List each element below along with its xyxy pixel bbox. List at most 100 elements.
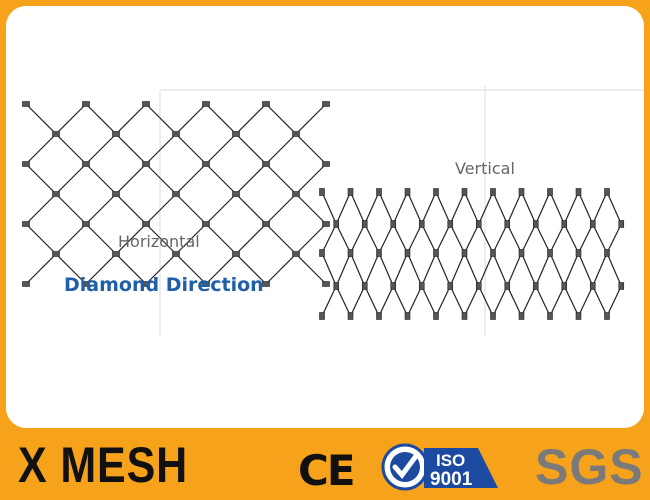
mesh-ferrule <box>142 281 150 287</box>
mesh-wire <box>145 193 177 225</box>
brand-logo: X MESH <box>18 437 189 493</box>
mesh-wire <box>145 223 177 255</box>
mesh-ferrule <box>418 282 425 290</box>
mesh-wire <box>549 285 565 317</box>
mesh-diagram <box>22 86 644 336</box>
mesh-wire <box>378 285 394 317</box>
mesh-wire <box>406 252 423 287</box>
mesh-wire <box>435 285 451 317</box>
mesh-ferrule <box>490 312 496 320</box>
mesh-ferrule <box>490 188 496 196</box>
mesh-ferrule <box>361 220 368 228</box>
mesh-ferrule <box>22 281 30 287</box>
mesh-wire <box>406 223 423 254</box>
mesh-ferrule <box>333 282 340 290</box>
mesh-wire <box>265 253 297 285</box>
mesh-wire <box>592 191 608 225</box>
mesh-ferrule <box>52 131 60 137</box>
mesh-wire <box>364 252 380 287</box>
mesh-wire <box>592 223 608 254</box>
mesh-wire <box>535 285 551 317</box>
mesh-ferrule <box>604 188 610 196</box>
mesh-ferrule <box>232 131 240 137</box>
mesh-ferrule <box>347 312 354 320</box>
sgs-logo-icon: SGS <box>535 439 644 495</box>
iso-certification-icon: ISO 9001 <box>381 443 498 491</box>
mesh-ferrule <box>361 282 368 290</box>
mesh-wire <box>265 103 297 135</box>
mesh-wire <box>478 191 494 225</box>
mesh-wire <box>85 253 117 285</box>
mesh-ferrule <box>404 312 411 320</box>
mesh-wire <box>492 285 508 317</box>
mesh-wire <box>506 285 523 317</box>
mesh-wire <box>25 193 57 225</box>
mesh-wire <box>175 193 207 225</box>
mesh-ferrule <box>532 282 539 290</box>
mesh-ferrule <box>322 221 330 227</box>
mesh-wire <box>265 193 297 225</box>
mesh-wire <box>25 133 57 165</box>
mesh-ferrule <box>142 161 150 167</box>
vertical-label: Vertical <box>455 159 515 178</box>
mesh-wire <box>520 223 537 254</box>
mesh-wire <box>364 191 380 225</box>
mesh-wire <box>145 103 177 135</box>
mesh-wire <box>265 223 297 255</box>
mesh-ferrule <box>262 221 270 227</box>
mesh-diagram-panel: Horizontal Vertical Diamond Direction <box>6 6 644 428</box>
mesh-wire <box>406 285 423 317</box>
mesh-wire <box>175 253 207 285</box>
mesh-wire <box>295 253 327 285</box>
mesh-ferrule <box>518 188 525 196</box>
mesh-ferrule <box>319 249 325 257</box>
mesh-ferrule <box>390 220 397 228</box>
mesh-ferrule <box>575 188 582 196</box>
mesh-wire <box>55 193 87 225</box>
mesh-ferrule <box>292 131 300 137</box>
mesh-ferrule <box>604 249 610 257</box>
mesh-ferrule <box>202 161 210 167</box>
mesh-wire <box>492 223 508 254</box>
mesh-wire <box>535 223 551 254</box>
mesh-ferrule <box>561 220 568 228</box>
mesh-wire <box>606 252 622 287</box>
mesh-wire <box>321 223 337 254</box>
horizontal-mesh <box>22 101 330 287</box>
mesh-ferrule <box>461 249 468 257</box>
mesh-ferrule <box>447 220 454 228</box>
mesh-wire <box>463 285 480 317</box>
mesh-wire <box>506 252 523 287</box>
mesh-wire <box>606 223 622 254</box>
mesh-wire <box>205 193 237 225</box>
mesh-ferrule <box>376 249 382 257</box>
mesh-wire <box>321 191 337 225</box>
mesh-ferrule <box>262 161 270 167</box>
mesh-wire <box>175 223 207 255</box>
mesh-wire <box>85 103 117 135</box>
mesh-ferrule <box>589 282 596 290</box>
mesh-wire <box>520 191 537 225</box>
mesh-wire <box>85 133 117 165</box>
mesh-wire <box>392 285 409 317</box>
mesh-wire <box>265 133 297 165</box>
mesh-wire <box>115 223 147 255</box>
mesh-ferrule <box>376 312 382 320</box>
mesh-ferrule <box>112 191 120 197</box>
mesh-wire <box>535 252 551 287</box>
mesh-wire <box>115 253 147 285</box>
vertical-mesh <box>319 188 625 320</box>
mesh-wire <box>421 285 437 317</box>
mesh-wire <box>435 252 451 287</box>
mesh-wire <box>115 103 147 135</box>
mesh-wire <box>478 285 494 317</box>
mesh-ferrule <box>475 282 482 290</box>
mesh-wire <box>145 133 177 165</box>
mesh-ferrule <box>232 191 240 197</box>
iso-number: 9001 <box>430 469 473 490</box>
mesh-wire <box>492 191 508 225</box>
diamond-direction-title: Diamond Direction <box>64 274 264 296</box>
mesh-wire <box>520 285 537 317</box>
mesh-wire <box>577 252 594 287</box>
mesh-wire <box>295 193 327 225</box>
